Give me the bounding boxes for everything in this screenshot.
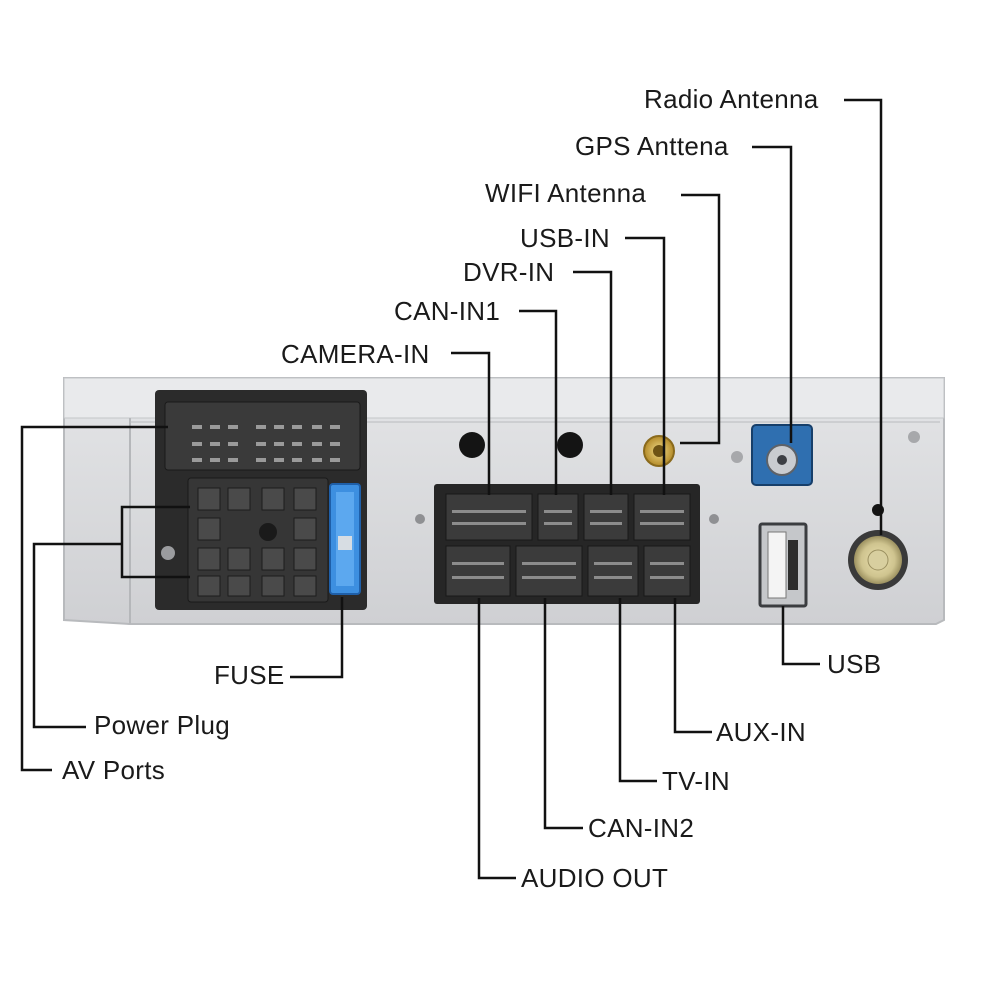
label-fuse: FUSE [214, 660, 285, 690]
multi-connector-block [434, 484, 700, 604]
radio-antenna-socket-icon [848, 530, 908, 590]
usb-port-icon [758, 522, 808, 608]
wifi-antenna-connector-icon [643, 435, 675, 467]
label-tv-in: TV-IN [662, 766, 730, 796]
label-dvr-in: DVR-IN [463, 257, 555, 287]
label-power-plug: Power Plug [94, 710, 230, 740]
label-wifi-antenna: WIFI Antenna [485, 178, 647, 208]
label-usb-in: USB-IN [520, 223, 610, 253]
label-can-in1: CAN-IN1 [394, 296, 501, 326]
mounting-holes [415, 431, 920, 524]
gps-antenna-connector-icon [751, 424, 813, 486]
label-can-in2: CAN-IN2 [588, 813, 695, 843]
label-usb: USB [827, 649, 882, 679]
leader-lines [20, 98, 883, 880]
label-aux-in: AUX-IN [716, 717, 806, 747]
label-radio-antenna: Radio Antenna [644, 84, 819, 114]
label-av-ports: AV Ports [62, 755, 166, 785]
label-gps-antenna: GPS Anttena [575, 131, 729, 161]
label-audio-out: AUDIO OUT [521, 863, 669, 893]
fuse-icon [329, 483, 361, 595]
iso-connector [155, 390, 367, 610]
label-camera-in: CAMERA-IN [281, 339, 430, 369]
